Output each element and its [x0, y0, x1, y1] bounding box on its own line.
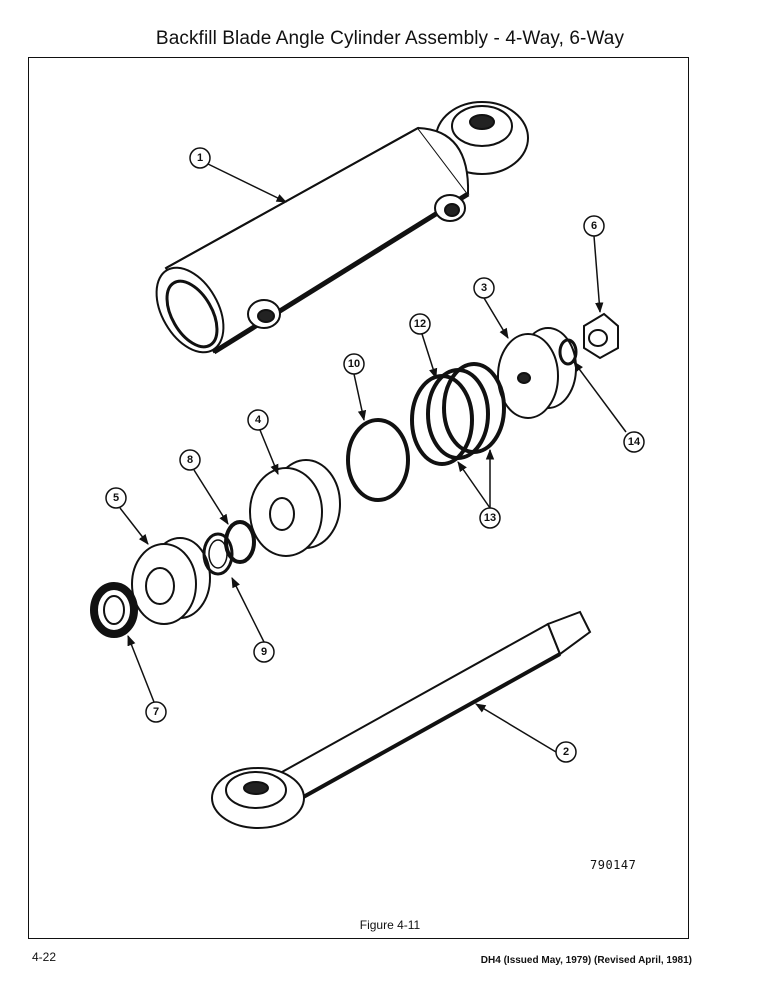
gland-part — [249, 459, 341, 557]
hex-nut-part — [583, 312, 619, 360]
leader-lines — [119, 163, 627, 753]
callout-13: 13 — [484, 512, 496, 524]
page-title: Backfill Blade Angle Cylinder Assembly -… — [155, 28, 625, 49]
callout-8: 8 — [187, 454, 193, 466]
callout-10: 10 — [348, 358, 360, 370]
callout-bubbles — [105, 147, 645, 763]
callout-6: 6 — [591, 220, 597, 232]
callout-5: 5 — [113, 492, 119, 504]
callout-7: 7 — [153, 706, 159, 718]
callout-2: 2 — [563, 746, 569, 758]
piston-rod-part — [211, 610, 592, 829]
page-number: 4-22 — [32, 950, 57, 964]
figure-frame — [28, 57, 689, 939]
callout-12: 12 — [414, 318, 426, 330]
rod-seal-parts — [202, 520, 256, 576]
callout-9: 9 — [261, 646, 267, 658]
cylinder-barrel-part — [155, 101, 529, 355]
callout-4: 4 — [255, 414, 262, 426]
callout-1: 1 — [197, 152, 203, 164]
wiper-seal-part — [90, 582, 138, 638]
figure-caption: Figure 4-11 — [359, 918, 421, 932]
retaining-nut-part — [131, 537, 211, 625]
drawing-number: 790147 — [590, 858, 637, 872]
piston-ring-parts — [410, 362, 506, 466]
small-o-ring-part — [558, 338, 578, 366]
callout-3: 3 — [481, 282, 487, 294]
o-ring-part — [346, 418, 410, 502]
callout-14: 14 — [628, 436, 641, 448]
footer-info: DH4 (Issued May, 1979) (Revised April, 1… — [480, 955, 692, 966]
piston-part — [497, 327, 577, 419]
